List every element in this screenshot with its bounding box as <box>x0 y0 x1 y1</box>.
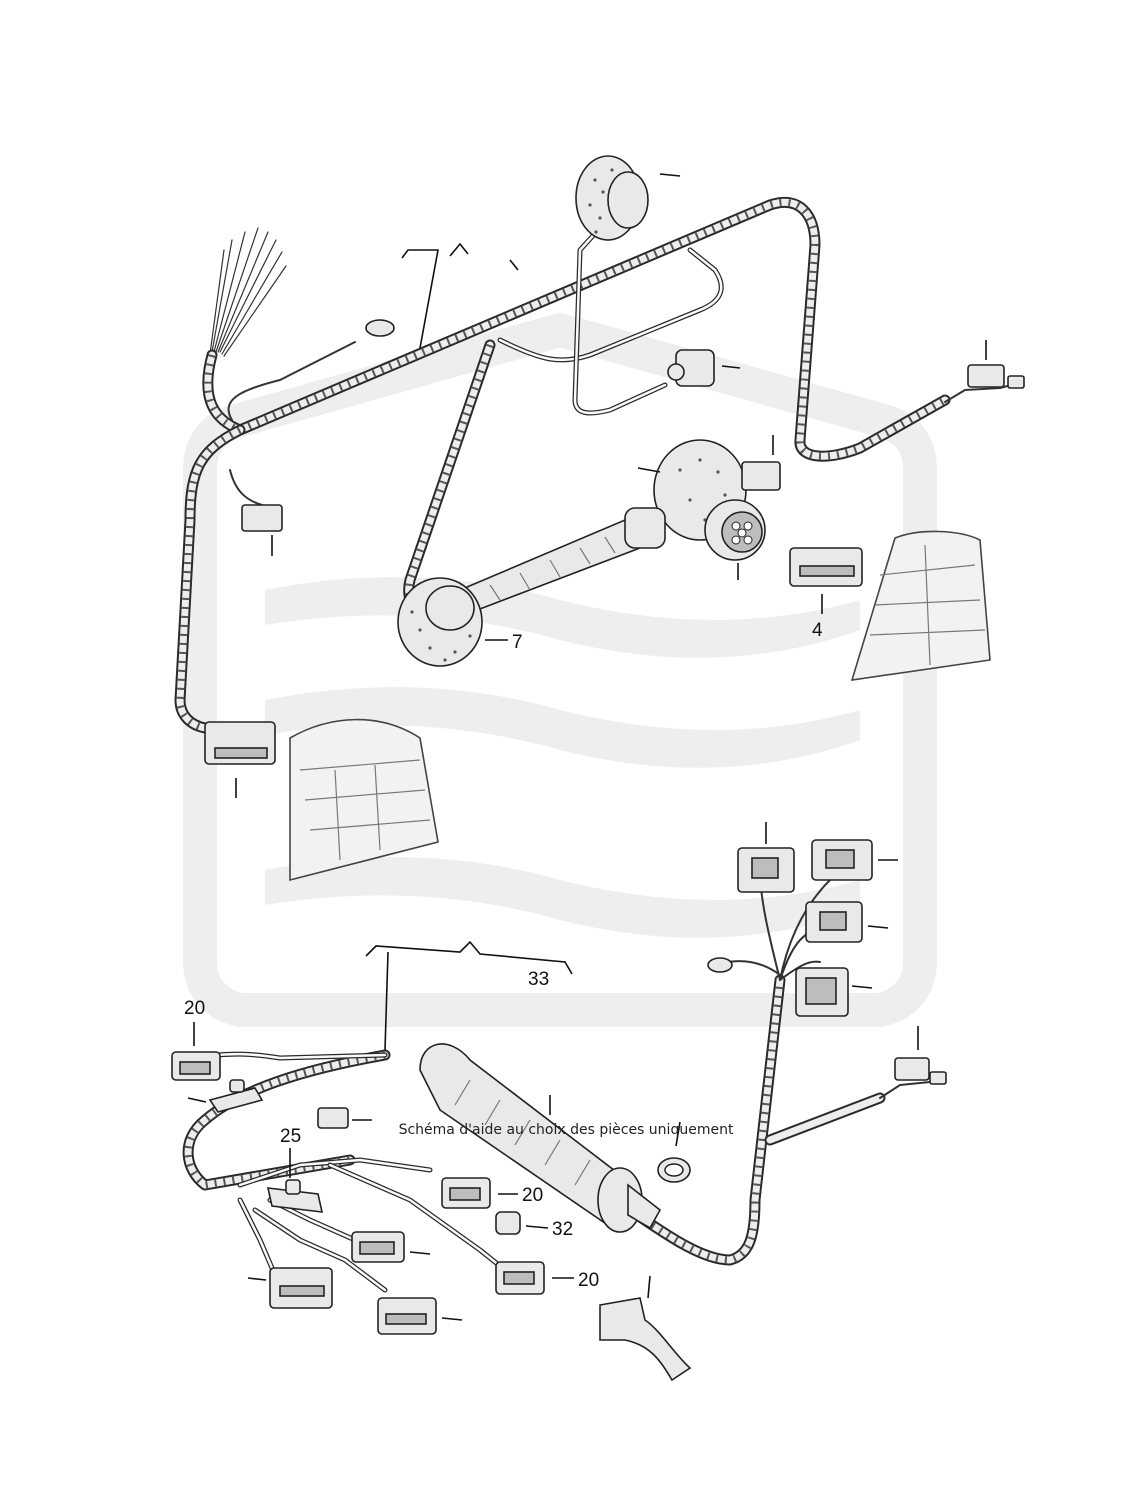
connector-4: 4 <box>789 547 863 641</box>
grommet-top <box>575 155 681 241</box>
mounting-bracket <box>599 1275 692 1382</box>
diagram-caption: Schéma d'aide au choix des pièces unique… <box>398 1122 734 1138</box>
corrugated-tube-upper <box>458 507 666 613</box>
part-32: 32 <box>495 1211 573 1240</box>
callout-4: 4 <box>812 620 823 641</box>
connector-20-c: 20 <box>495 1261 599 1295</box>
grommet-7: 7 <box>397 577 523 667</box>
connector-mid <box>351 1231 431 1263</box>
connector-20-b: 20 <box>441 1177 543 1209</box>
tail-lamp-left <box>289 718 439 882</box>
callout-20-b: 20 <box>522 1185 543 1206</box>
ring-terminal <box>365 319 395 337</box>
right-plug-upper <box>944 340 1025 403</box>
ring-terminal-lower <box>707 957 733 973</box>
connector-bottom-mid <box>377 1297 463 1335</box>
upper-top-leaders <box>401 242 519 349</box>
sensor-plug <box>667 349 741 387</box>
connector-20-a: 20 <box>171 998 221 1081</box>
lower-harness: 20 25 2 <box>171 822 947 1382</box>
callout-20-a: 20 <box>184 998 205 1019</box>
callout-20-c: 20 <box>578 1270 599 1291</box>
connector-bottom-left <box>247 1267 333 1309</box>
corrugated-tube-lower <box>419 1043 662 1233</box>
loose-wire-bundle <box>209 227 287 357</box>
connector-left-small <box>229 469 283 556</box>
round-connector-plate <box>637 435 781 580</box>
right-plug-lower <box>879 1026 947 1099</box>
callout-32: 32 <box>552 1219 573 1240</box>
callout-33-bracket: 33 <box>365 940 573 1051</box>
upper-harness: 7 4 <box>174 155 1025 882</box>
callout-7: 7 <box>512 632 523 653</box>
callout-25: 25 <box>280 1126 301 1147</box>
tail-lamp-right <box>850 530 991 681</box>
hose-clamp <box>657 1121 691 1183</box>
connector-left-multi <box>204 721 276 798</box>
part-25: 25 <box>266 1126 324 1213</box>
callout-33: 33 <box>528 969 549 990</box>
clip-parts <box>187 1079 372 1129</box>
connector-cluster <box>737 822 898 1017</box>
